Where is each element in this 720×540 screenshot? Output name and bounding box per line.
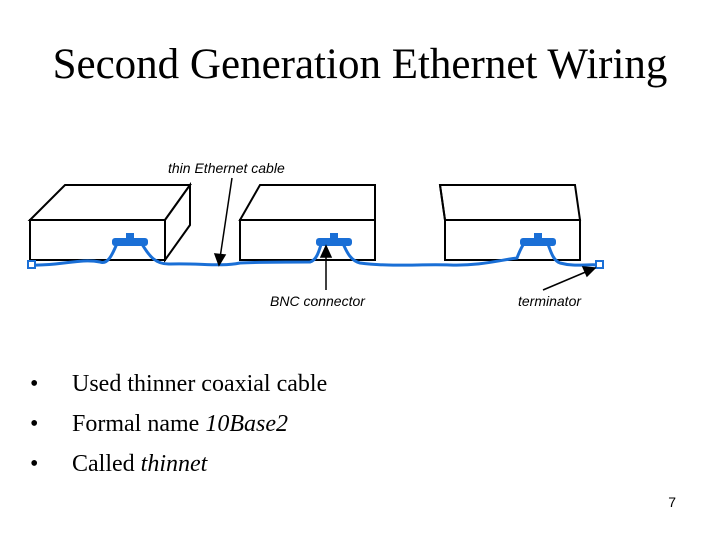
computer-box-1 bbox=[27, 181, 192, 264]
bullet-marker: • bbox=[30, 451, 39, 477]
bnc-connector-1 bbox=[112, 233, 148, 246]
bullet-marker: • bbox=[30, 371, 39, 397]
arrow-bnc-connector bbox=[319, 244, 333, 290]
bullet-item-3: • Called thinnet bbox=[30, 444, 327, 484]
arrow-cable bbox=[213, 177, 233, 267]
label-thin-ethernet-cable: thin Ethernet cable bbox=[168, 160, 285, 176]
bullet-text: Used thinner coaxial cable bbox=[72, 371, 328, 397]
bullet-list: • Used thinner coaxial cable • Formal na… bbox=[30, 364, 327, 484]
bullet-emphasis: 10Base2 bbox=[205, 411, 288, 437]
bullet-item-2: • Formal name 10Base2 bbox=[30, 404, 327, 444]
bullet-emphasis: thinnet bbox=[140, 451, 208, 477]
bnc-connector-3 bbox=[520, 233, 556, 246]
bullet-text: Formal name bbox=[72, 411, 206, 437]
computer-box-3 bbox=[438, 184, 582, 261]
arrow-terminator bbox=[542, 266, 597, 291]
computer-box-2 bbox=[238, 184, 376, 261]
bullet-item-1: • Used thinner coaxial cable bbox=[30, 364, 327, 404]
bullet-text: Called bbox=[72, 451, 141, 477]
slide-title: Second Generation Ethernet Wiring bbox=[52, 41, 668, 88]
thin-ethernet-diagram: thin Ethernet cable BNC connector termin… bbox=[27, 160, 604, 309]
page-number: 7 bbox=[668, 494, 676, 510]
thin-ethernet-cable bbox=[31, 240, 601, 267]
bullet-marker: • bbox=[30, 411, 39, 437]
terminator-left-icon bbox=[27, 260, 36, 269]
terminator-right-icon bbox=[595, 260, 604, 269]
bnc-connector-2 bbox=[316, 233, 352, 246]
label-terminator: terminator bbox=[518, 293, 582, 309]
label-bnc-connector: BNC connector bbox=[270, 293, 366, 309]
ethernet-wiring-figure: thin Ethernet cable BNC connector termin… bbox=[20, 150, 620, 320]
